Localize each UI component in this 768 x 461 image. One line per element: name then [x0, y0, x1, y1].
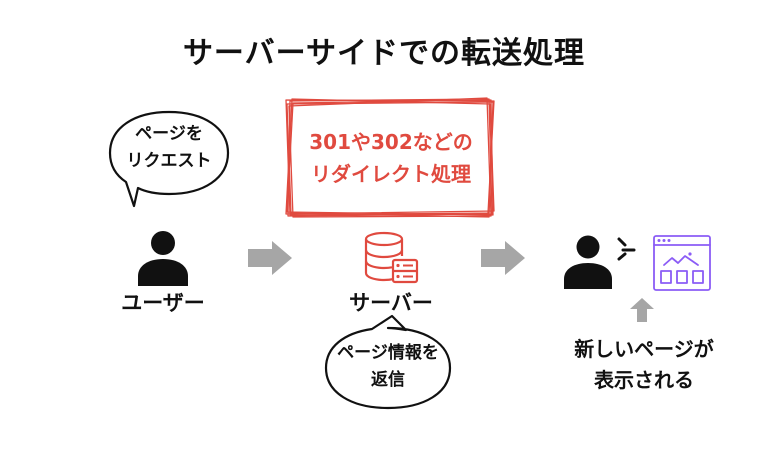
redirect-line1: 301や302などの [309, 130, 473, 154]
result-line2: 表示される [594, 368, 694, 392]
user-label: ユーザー [121, 291, 205, 315]
user-person-icon [138, 231, 188, 286]
user-bubble-line1: ページを [135, 124, 203, 144]
arrow-right-icon-1 [248, 241, 292, 275]
user-bubble-text: ページを リクエスト [110, 121, 228, 175]
result-line1: 新しいページが [574, 337, 714, 361]
user-bubble-line2: リクエスト [126, 151, 212, 171]
viewer-person-icon [564, 235, 612, 289]
emphasis-lines-icon [617, 237, 636, 261]
server-label: サーバー [349, 291, 433, 315]
server-bubble-line1: ページ情報を [337, 343, 439, 363]
server-speech-bubble [324, 314, 452, 410]
arrow-right-icon-2 [481, 241, 525, 275]
redirect-box-text: 301や302などの リダイレクト処理 [290, 126, 492, 190]
server-bubble-line2: 返信 [371, 370, 405, 390]
server-database-icon [364, 231, 419, 284]
diagram-title: サーバーサイドでの転送処理 [182, 36, 586, 71]
arrow-up-icon [630, 298, 654, 322]
result-text: 新しいページが 表示される [548, 334, 740, 396]
server-bubble-text: ページ情報を 返信 [322, 340, 454, 394]
user-speech-bubble [108, 110, 230, 208]
redirect-box-frame [285, 97, 495, 218]
redirect-line2: リダイレクト処理 [311, 162, 471, 186]
browser-window-icon [653, 235, 711, 291]
